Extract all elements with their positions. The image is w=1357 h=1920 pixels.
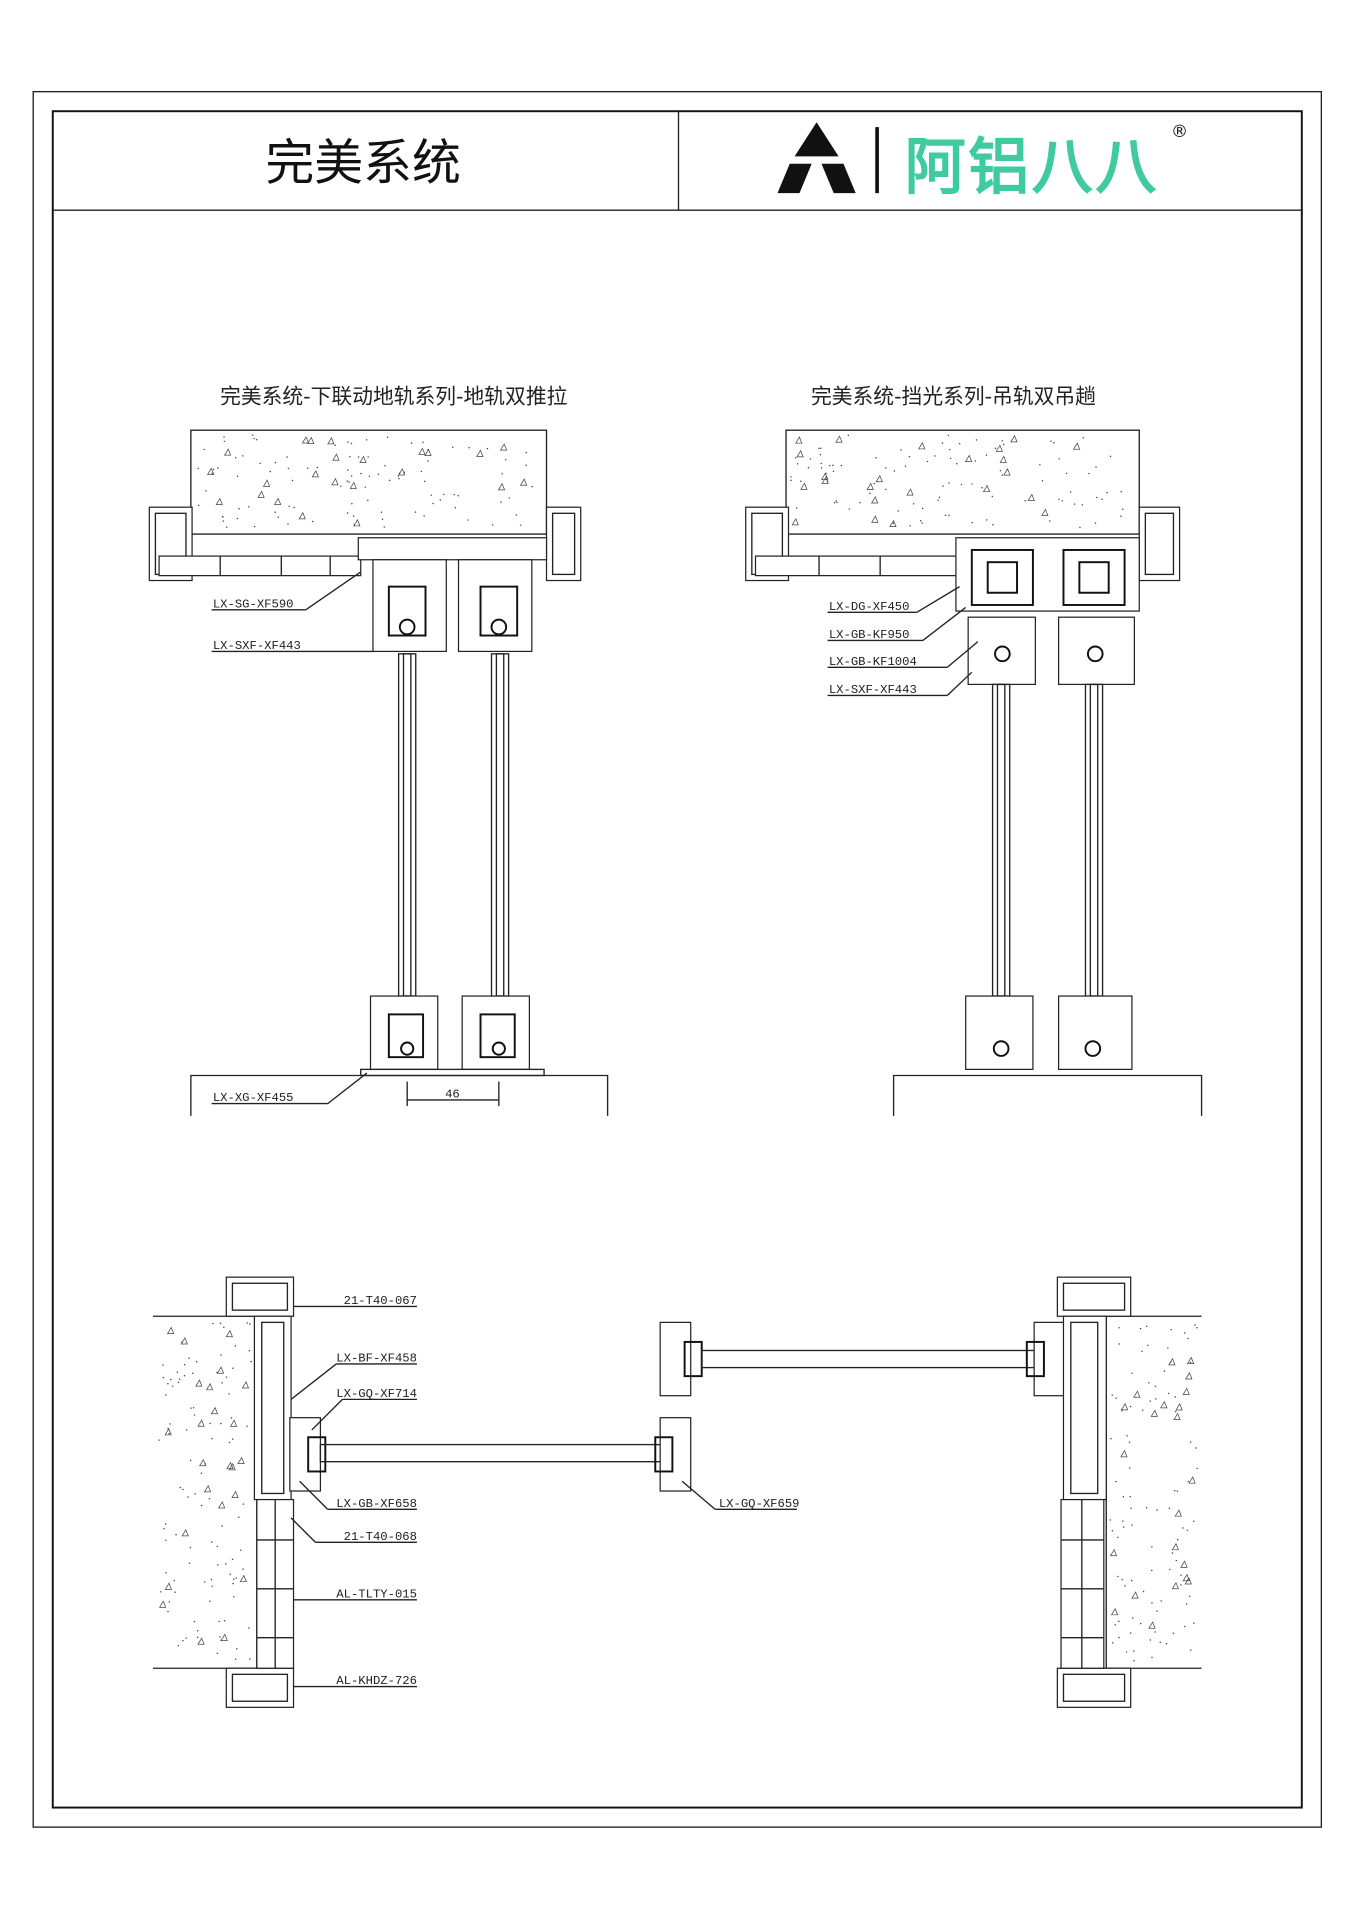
- inner-border: [51, 110, 1303, 1809]
- label-lx-sxf-xf443: LX-SXF-XF443: [213, 639, 301, 653]
- dimension-46: 46: [445, 1087, 460, 1101]
- sheet-title: 完美系统: [265, 135, 461, 192]
- section1-title: 完美系统-下联动地轨系列-地轨双推拉: [220, 384, 567, 408]
- section2-drawing: LX-DG-XF450 LX-GB-KF950 LX-GB-KF1004 LX-…: [745, 429, 1203, 1116]
- label-lx-gb-xf658: LX-GB-XF658: [336, 1497, 417, 1511]
- svg-text:®: ®: [1171, 122, 1188, 142]
- label-lx-gb-kf1004: LX-GB-KF1004: [829, 655, 917, 669]
- label-lx-gb-kf950: LX-GB-KF950: [829, 628, 910, 642]
- label-lx-sg-xf590: LX-SG-XF590: [213, 597, 294, 611]
- label-al-khdz-726: AL-KHDZ-726: [336, 1674, 417, 1688]
- section3-drawing: 21-T40-067 LX-BF-XF458 LX-GQ-XF714 LX-GB…: [152, 1276, 1202, 1708]
- label-lx-gq-xf714: LX-GQ-XF714: [336, 1387, 417, 1401]
- label-al-tlty-015: AL-TLTY-015: [336, 1587, 417, 1601]
- svg-text:阿铝八八: 阿铝八八: [905, 132, 1159, 203]
- label-21-t40-068: 21-T40-068: [344, 1530, 417, 1544]
- outer-border: [32, 90, 1323, 1828]
- label-lx-sxf-xf443-2: LX-SXF-XF443: [829, 683, 917, 697]
- concrete-hatching: [158, 434, 1198, 1662]
- label-lx-dg-xf450: LX-DG-XF450: [829, 600, 910, 614]
- section2-title: 完美系统-挡光系列-吊轨双吊趟: [811, 384, 1096, 408]
- label-lx-gq-xf659: LX-GQ-XF659: [719, 1497, 800, 1511]
- section1-drawing: 46 LX-SG-XF590 LX-SXF-XF443 LX-XG-XF455: [148, 429, 609, 1116]
- logo-triangle-icon: [794, 122, 839, 157]
- label-21-t40-067: 21-T40-067: [344, 1294, 417, 1308]
- label-lx-bf-xf458: LX-BF-XF458: [336, 1351, 417, 1365]
- brand-logo: 阿铝八八 ®: [777, 122, 1188, 203]
- label-lx-xg-xf455: LX-XG-XF455: [213, 1091, 294, 1105]
